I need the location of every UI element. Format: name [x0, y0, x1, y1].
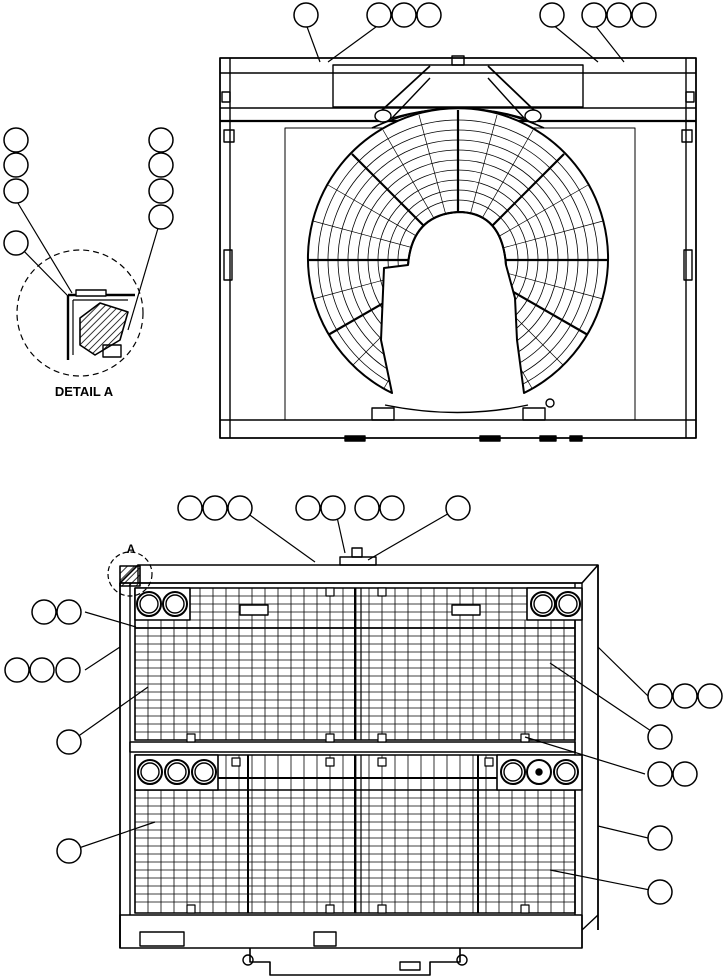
bottom-view-radiator	[107, 547, 599, 976]
callout-bubbles	[3, 2, 723, 905]
detail-a-label: DETAIL A	[55, 384, 114, 399]
detail-a-view	[16, 249, 144, 377]
detail-a-marker: A	[127, 542, 136, 556]
fan-guard	[307, 107, 609, 394]
top-view-shroud	[219, 55, 697, 442]
callout-leaders	[15, 23, 661, 893]
